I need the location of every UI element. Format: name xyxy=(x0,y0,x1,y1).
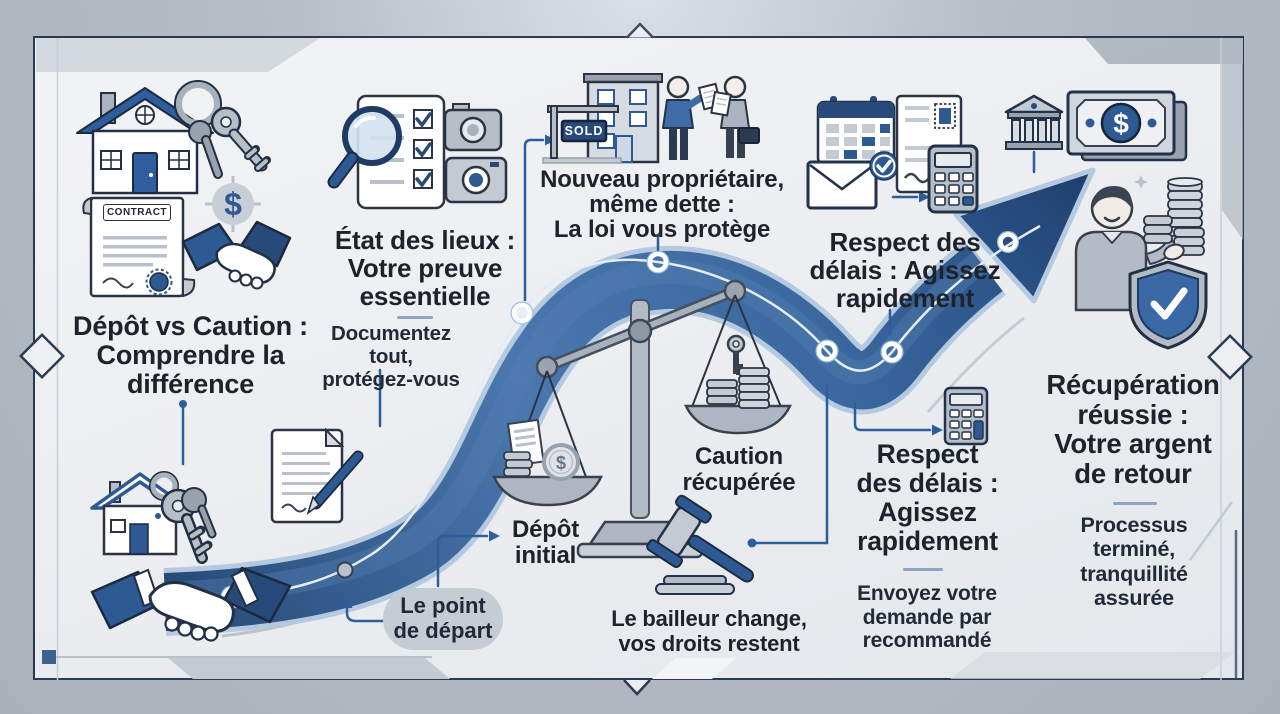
handshake-icon xyxy=(181,220,292,290)
caption-recuperation-sub: Processus terminé, tranquillité assurée xyxy=(1080,513,1188,610)
dollar-coin-icon: $ xyxy=(542,443,580,481)
path-center-line xyxy=(207,224,1041,601)
calculator-icon xyxy=(943,386,989,446)
connector-calc-small xyxy=(853,402,932,432)
band-fill xyxy=(163,245,1003,631)
hand xyxy=(1163,243,1185,261)
bottom-notch xyxy=(623,679,651,696)
document-pen-icon xyxy=(270,427,364,524)
connector-dot xyxy=(747,538,757,548)
corner-stripe-top-left xyxy=(36,38,320,72)
bottom-left-stripe xyxy=(168,658,450,679)
path-node-icon xyxy=(997,231,1019,253)
divider xyxy=(1113,502,1157,505)
connector-gavel xyxy=(754,384,829,545)
keys-icon xyxy=(174,80,271,179)
caption-respect-delais-bottom-sub: Envoyez votre demande par recommandé xyxy=(857,582,997,653)
frame-decor xyxy=(19,22,1253,696)
calendar-icon xyxy=(816,96,896,166)
calculator-icon xyxy=(927,144,979,214)
right-diag-line xyxy=(1188,501,1234,561)
svg-text:$: $ xyxy=(224,186,242,222)
coin-stacks-icon xyxy=(706,367,770,409)
check-badge-icon xyxy=(869,151,899,181)
key-icon xyxy=(726,334,746,375)
arrowhead-right xyxy=(489,530,500,542)
caption-bailleur: Le bailleur change, vos droits restent xyxy=(611,606,807,657)
corner-stripe-top-right xyxy=(1085,38,1243,64)
caption-intro: Dépôt vs Caution : Comprendre la différe… xyxy=(73,311,308,400)
camera-icon xyxy=(443,103,503,152)
top-notch xyxy=(626,22,654,39)
path-node-icon xyxy=(815,339,839,363)
path-node-icon xyxy=(336,561,354,579)
connector-pill-up xyxy=(345,606,385,623)
coins-icon xyxy=(503,451,533,477)
caption-recuperation: Récupération réussie : Votre argent de r… xyxy=(1046,369,1220,490)
handshake-icon xyxy=(90,566,292,642)
coin-stacks-icon xyxy=(1143,177,1205,256)
bottom-left-square xyxy=(42,650,56,664)
connector-dot xyxy=(179,400,187,408)
arrowhead-right xyxy=(932,424,943,436)
svg-text:$: $ xyxy=(556,453,566,473)
money-bill-icon: $ xyxy=(1066,90,1188,162)
right-edge-diamond xyxy=(1207,334,1253,380)
keys-icon xyxy=(149,471,217,564)
magnifier-checklist-icon xyxy=(327,94,446,210)
bank-icon xyxy=(1004,94,1064,150)
building-icon xyxy=(583,73,663,164)
bottom-center-chevron xyxy=(652,658,736,679)
badge-point-depart: Le point de départ xyxy=(383,588,503,650)
svg-text:$: $ xyxy=(1113,108,1129,139)
divider xyxy=(903,568,943,571)
contract-label: CONTRACT xyxy=(103,204,171,221)
bottom-right-stripe xyxy=(950,652,1235,679)
arrowhead-right xyxy=(919,191,930,203)
gavel-icon xyxy=(646,494,754,595)
divider xyxy=(397,316,433,319)
right-edge-band xyxy=(1222,38,1243,240)
connector-sold xyxy=(523,138,545,302)
label-depot-initial: Dépôt initial xyxy=(512,516,579,569)
dollar-coin-icon: $ xyxy=(205,176,261,232)
caption-respect-delais-bottom: Respect des délais : Agissez rapidement xyxy=(856,439,999,557)
balance-scale-icon: $ xyxy=(492,279,792,559)
scale-pan-right xyxy=(684,404,792,435)
connector-pill-depot xyxy=(436,534,489,588)
arrowhead-up xyxy=(341,597,353,608)
shield-check-icon xyxy=(1128,260,1208,350)
sold-label: SOLD xyxy=(564,124,604,138)
caption-etat-sub: Documentez tout, protégez-vous xyxy=(322,322,460,392)
people-exchange-icon xyxy=(662,75,760,160)
sparkle-icon xyxy=(1134,175,1148,189)
house-icon xyxy=(76,87,214,195)
scale-pan-left xyxy=(492,475,603,507)
caption-nouveau-proprietaire: Nouveau propriétaire, même dette : La lo… xyxy=(540,166,784,244)
connectors xyxy=(179,134,1036,623)
caption-etat-des-lieux: État des lieux : Votre preuve essentiell… xyxy=(334,225,516,312)
contract-icon xyxy=(82,196,196,298)
envelope-icon xyxy=(806,160,878,210)
sold-sign-icon xyxy=(542,105,622,164)
path-node-icon xyxy=(880,340,904,364)
label-caution-recuperee: Caution récupérée xyxy=(682,443,796,496)
caption-respect-delais-top: Respect des délais : Agissez rapidement xyxy=(809,227,1001,314)
journey-path xyxy=(161,167,1096,636)
path-node-icon xyxy=(510,301,534,325)
camera-icon xyxy=(444,156,508,204)
left-edge-diamond xyxy=(19,333,65,379)
path-node-icon xyxy=(646,250,670,274)
